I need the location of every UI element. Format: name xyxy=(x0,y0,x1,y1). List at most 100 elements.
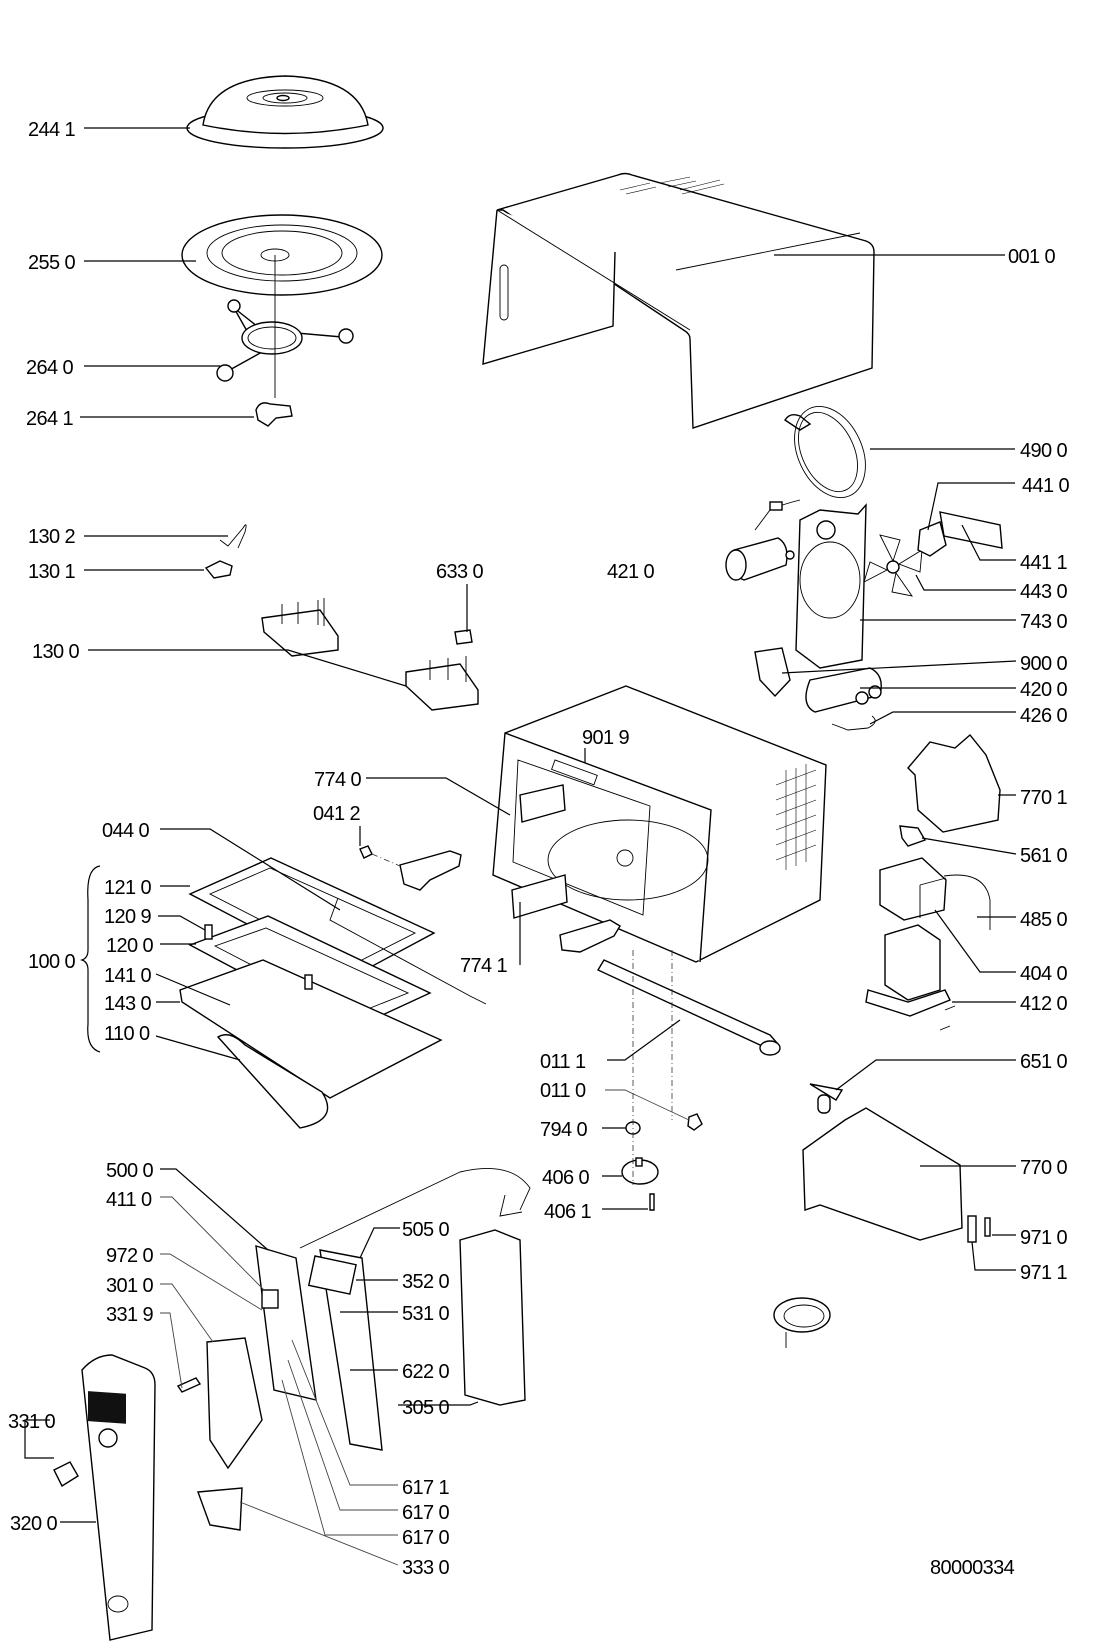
part-panel-bracket xyxy=(459,1229,526,1406)
part-fan-blade xyxy=(863,534,923,597)
callout-4200: 420 0 xyxy=(1020,679,1068,701)
callout-2550: 255 0 xyxy=(28,252,76,274)
part-fuse-holder xyxy=(967,1215,977,1243)
part-foot xyxy=(687,1113,703,1131)
callout-6330: 633 0 xyxy=(436,561,484,583)
part-hinge-lower xyxy=(559,919,621,953)
callout-1300: 130 0 xyxy=(32,641,80,663)
part-fuse xyxy=(984,1217,991,1237)
part-diode xyxy=(831,715,876,731)
callout-5000: 500 0 xyxy=(106,1160,154,1182)
callout-5610: 561 0 xyxy=(1020,845,1068,867)
callout-9710: 971 0 xyxy=(1020,1227,1068,1249)
part-roller-ring xyxy=(216,255,354,398)
callout-2640: 264 0 xyxy=(26,357,74,379)
callout-1000: 100 0 xyxy=(28,951,76,973)
part-microswitch xyxy=(454,629,473,645)
part-capacitor-bracket xyxy=(754,647,791,698)
callout-1209: 120 9 xyxy=(104,906,152,928)
part-lamp xyxy=(809,1083,844,1114)
part-door-assembly xyxy=(179,857,487,1129)
part-screw xyxy=(359,845,373,859)
callout-9019: 901 9 xyxy=(582,727,630,749)
callout-3330: 333 0 xyxy=(402,1557,450,1579)
part-push-button xyxy=(197,1487,243,1531)
part-thermal-cutout xyxy=(899,825,927,847)
part-air-guide-lower xyxy=(802,1107,963,1241)
callout-labels: 244 1 255 0 264 0 264 1 130 2 130 1 130 … xyxy=(8,119,1070,1579)
part-bracket xyxy=(939,511,1003,549)
callout-4850: 485 0 xyxy=(1020,909,1068,931)
callout-7430: 743 0 xyxy=(1020,611,1068,633)
part-oven-cavity xyxy=(492,685,827,963)
callout-2641: 264 1 xyxy=(26,408,74,430)
part-power-cord xyxy=(754,405,866,531)
callout-2441: 244 1 xyxy=(28,119,76,141)
callout-0110: 011 0 xyxy=(540,1080,586,1102)
callout-0111: 011 1 xyxy=(540,1051,586,1073)
callout-0440: 044 0 xyxy=(102,820,150,842)
part-hinge-plate xyxy=(399,850,462,891)
callout-1100: 110 0 xyxy=(104,1023,150,1045)
leader-lines xyxy=(24,127,1017,1566)
callout-6171: 617 1 xyxy=(402,1477,450,1499)
callout-3319: 331 9 xyxy=(106,1304,154,1326)
part-spring xyxy=(219,524,247,549)
part-magnetron xyxy=(879,857,991,930)
part-turntable-motor xyxy=(621,1157,659,1185)
callout-1430: 143 0 xyxy=(104,993,152,1015)
part-fan-bracket xyxy=(917,521,947,557)
callout-0010: 001 0 xyxy=(1008,246,1056,268)
callout-1210: 121 0 xyxy=(104,877,152,899)
part-glass-plate xyxy=(181,214,383,296)
callout-4260: 426 0 xyxy=(1020,705,1068,727)
callout-1410: 141 0 xyxy=(104,965,152,987)
part-air-duct xyxy=(795,503,867,669)
callout-9720: 972 0 xyxy=(106,1245,154,1267)
part-shaft xyxy=(176,1377,202,1393)
part-switch-holders xyxy=(261,598,479,711)
part-cover-dome xyxy=(186,75,384,149)
callout-4210: 421 0 xyxy=(607,561,655,583)
callout-7741: 774 1 xyxy=(460,955,508,977)
callout-7940: 794 0 xyxy=(540,1119,588,1141)
callout-7740: 774 0 xyxy=(314,769,362,791)
part-air-guide-upper xyxy=(907,733,1001,833)
callout-1200: 120 0 xyxy=(106,935,154,957)
diagram-reference-number: 80000334 xyxy=(930,1557,1015,1579)
callout-1301: 130 1 xyxy=(28,561,76,583)
callout-9000: 900 0 xyxy=(1020,653,1068,675)
callout-7701: 770 1 xyxy=(1020,787,1068,809)
callout-3200: 320 0 xyxy=(10,1513,58,1535)
callout-7700: 770 0 xyxy=(1020,1157,1068,1179)
callout-3050: 305 0 xyxy=(402,1397,450,1419)
part-button-frame xyxy=(206,1337,263,1470)
part-motor-screw xyxy=(649,1193,655,1211)
assembly-arrow xyxy=(299,1167,531,1249)
callout-3520: 352 0 xyxy=(402,1271,450,1293)
callout-6510: 651 0 xyxy=(1020,1051,1068,1073)
callout-4040: 404 0 xyxy=(1020,963,1068,985)
callout-3010: 301 0 xyxy=(106,1275,154,1297)
part-control-panel xyxy=(81,1354,156,1641)
part-outer-cabinet xyxy=(482,172,875,429)
callout-4110: 411 0 xyxy=(106,1189,152,1211)
callout-5310: 531 0 xyxy=(402,1303,450,1325)
part-transformer xyxy=(865,924,956,1031)
callout-6170a: 617 0 xyxy=(402,1502,450,1524)
part-knob xyxy=(53,1461,79,1488)
part-coupler xyxy=(255,402,293,427)
callout-4430: 443 0 xyxy=(1020,581,1068,603)
part-fan-motor xyxy=(725,537,795,581)
part-display xyxy=(307,1255,357,1295)
callout-9711: 971 1 xyxy=(1020,1262,1068,1284)
callout-4120: 412 0 xyxy=(1020,993,1068,1015)
part-capacitor xyxy=(805,667,882,713)
callout-6170b: 617 0 xyxy=(402,1527,450,1549)
part-lever xyxy=(204,560,233,579)
callout-6220: 622 0 xyxy=(402,1361,450,1383)
part-base-rail xyxy=(596,959,781,1056)
part-display-pcb xyxy=(319,1249,383,1451)
part-relay xyxy=(261,1289,279,1309)
